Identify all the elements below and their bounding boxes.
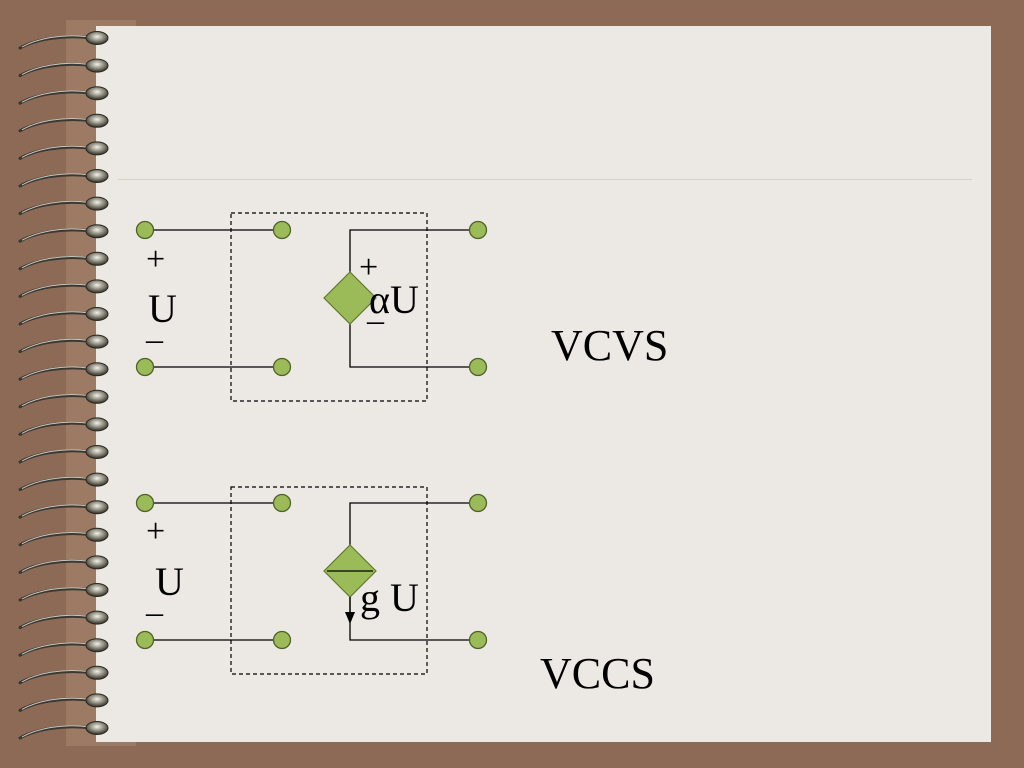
terminal-node-icon bbox=[135, 630, 155, 650]
spiral-ring-icon bbox=[18, 141, 109, 160]
spiral-ring-icon bbox=[18, 113, 109, 133]
terminal-node-icon bbox=[135, 493, 155, 513]
terminal-node-icon bbox=[272, 493, 292, 513]
terminal-node-icon bbox=[272, 220, 292, 240]
spiral-ring-icon bbox=[18, 86, 109, 105]
input-voltage-label: U bbox=[155, 559, 184, 604]
terminal-node-icon bbox=[272, 357, 292, 377]
spiral-ring-icon bbox=[18, 169, 109, 188]
input-plus-sign: + bbox=[146, 241, 165, 278]
terminal-node-icon bbox=[468, 357, 488, 377]
input-voltage-label: U bbox=[148, 286, 177, 331]
current-arrow-icon bbox=[345, 612, 355, 624]
spiral-ring-icon bbox=[18, 445, 109, 464]
spiral-ring-icon bbox=[18, 224, 109, 243]
spiral-ring-icon bbox=[18, 389, 109, 409]
output-bottom-wire bbox=[349, 324, 478, 368]
vccs-circuit: + U – g U VCCS bbox=[135, 486, 655, 698]
vcvs-circuit: + U – + αU – VCVS bbox=[135, 212, 668, 402]
spiral-ring-icon bbox=[18, 251, 109, 271]
spiral-ring-icon bbox=[18, 527, 109, 547]
terminal-node-icon bbox=[272, 630, 292, 650]
input-minus-sign: – bbox=[145, 594, 164, 631]
spiral-ring-icon bbox=[18, 334, 109, 354]
terminal-node-icon bbox=[135, 220, 155, 240]
spiral-ring-icon bbox=[18, 693, 109, 712]
diamond-source-icon bbox=[323, 271, 377, 325]
terminal-node-icon bbox=[468, 220, 488, 240]
two-port-dashed-box bbox=[230, 212, 428, 402]
spiral-ring-icon bbox=[18, 610, 109, 630]
spiral-ring-icon bbox=[18, 279, 109, 298]
source-value-label: g U bbox=[360, 575, 419, 620]
terminal-node-icon bbox=[135, 357, 155, 377]
source-value-label: αU bbox=[369, 277, 419, 322]
source-plus-sign: + bbox=[359, 249, 378, 286]
input-minus-sign: – bbox=[145, 321, 164, 358]
spiral-ring-icon bbox=[18, 638, 109, 657]
spiral-ring-icon bbox=[18, 31, 109, 50]
spiral-ring-icon bbox=[18, 472, 109, 492]
spiral-ring-icon bbox=[18, 362, 109, 381]
two-port-dashed-box bbox=[230, 486, 428, 675]
spiral-ring-icon bbox=[18, 555, 109, 574]
spiral-ring-icon bbox=[18, 307, 109, 326]
notebook-page bbox=[96, 26, 991, 742]
input-plus-sign: + bbox=[146, 513, 165, 550]
spiral-binding bbox=[18, 31, 109, 740]
spiral-ring-icon bbox=[18, 58, 109, 78]
spiral-ring-icon bbox=[18, 500, 109, 519]
spiral-ring-icon bbox=[18, 417, 109, 436]
output-top-wire bbox=[349, 229, 478, 272]
terminal-node-icon bbox=[468, 493, 488, 513]
vcvs-title: VCVS bbox=[551, 321, 668, 370]
spiral-ring-icon bbox=[18, 583, 109, 602]
vccs-title: VCCS bbox=[540, 649, 655, 698]
spiral-ring-icon bbox=[18, 196, 109, 216]
source-minus-sign: – bbox=[366, 302, 385, 339]
spiral-ring-icon bbox=[18, 721, 109, 740]
spiral-ring-icon bbox=[18, 665, 109, 685]
output-top-wire bbox=[349, 502, 478, 545]
terminal-node-icon bbox=[468, 630, 488, 650]
